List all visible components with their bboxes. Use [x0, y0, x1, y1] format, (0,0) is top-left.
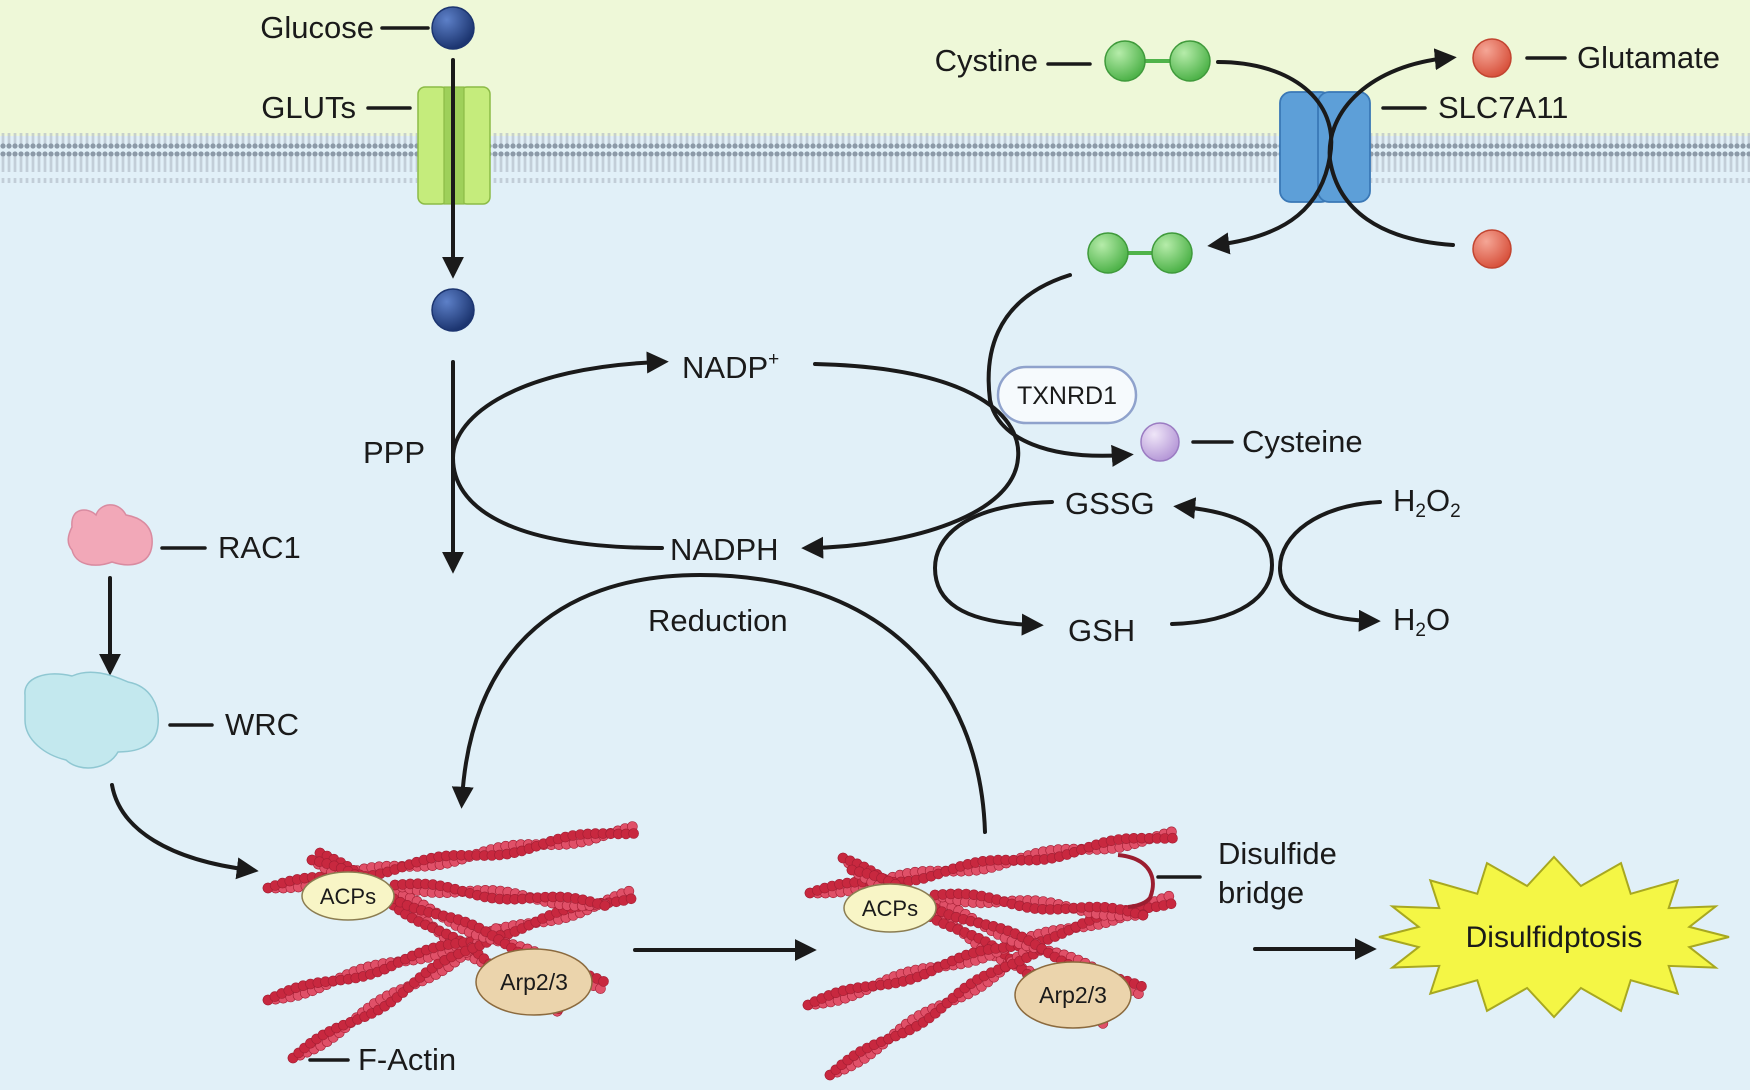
rac1-protein	[67, 504, 153, 566]
glucose-outside-molecule	[431, 6, 475, 50]
cystine-reduction-arrow	[986, 273, 1134, 467]
arp23-right: Arp2/3	[1014, 961, 1132, 1029]
glucose-label: Glucose	[260, 10, 374, 45]
gssg-label: GSSG	[1065, 486, 1155, 521]
f-actin-label: F-Actin	[358, 1042, 456, 1077]
txnrd1-label: TXNRD1	[1017, 382, 1117, 410]
wrc-to-actin-arrow	[110, 783, 259, 880]
actin-filament	[389, 878, 611, 912]
gssg-to-gsh-arrow	[932, 500, 1054, 636]
glutamate-export-arrow	[1327, 48, 1457, 247]
svg-text:H2O2: H2O2	[1393, 483, 1461, 522]
reduction-arrow	[451, 572, 987, 834]
glutamate-inside-molecule	[1472, 229, 1512, 269]
cysteine-label: Cysteine	[1242, 424, 1363, 459]
slc7a11-transporter	[1279, 91, 1371, 203]
extracellular-space	[0, 0, 1750, 136]
disulfide-label-line1: Disulfide	[1218, 836, 1337, 871]
acps-left: ACPs	[301, 871, 395, 921]
arp23-left-label: Arp2/3	[500, 969, 568, 995]
cystine-label: Cystine	[935, 43, 1038, 78]
svg-text:NADP+: NADP+	[682, 349, 779, 385]
wrc-complex	[24, 671, 159, 769]
txnrd1-badge: TXNRD1	[996, 365, 1138, 425]
glucose-inside-molecule	[431, 288, 475, 332]
arp23-left: Arp2/3	[475, 948, 593, 1016]
nadph-to-nadp-arrow	[450, 351, 669, 550]
wrc-label: WRC	[225, 707, 299, 742]
disulfidptosis-label: Disulfidptosis	[1466, 921, 1643, 954]
h2o2-to-h2o-arrow	[1277, 500, 1382, 632]
f-actin-network-disulfide: ACPs Arp2/3	[802, 826, 1178, 1081]
gsh-label: GSH	[1068, 613, 1135, 648]
cell-membrane	[0, 133, 1750, 183]
cystine-inside-molecule	[1087, 232, 1193, 274]
disulfide-label-line2: bridge	[1218, 875, 1304, 910]
rac1-label: RAC1	[218, 530, 301, 565]
acps-right-label: ACPs	[862, 896, 918, 921]
svg-text:H2O: H2O	[1393, 602, 1450, 641]
h2o-label: H2O	[1393, 602, 1450, 641]
acps-right: ACPs	[843, 883, 937, 933]
nadph-label: NADPH	[670, 532, 779, 567]
disulfidptosis-starburst: Disulfidptosis	[1378, 855, 1730, 1019]
h2o2-label: H2O2	[1393, 483, 1461, 522]
gluts-label: GLUTs	[261, 90, 356, 125]
disulfide-bridge-link	[1117, 853, 1155, 909]
actin-filament	[929, 888, 1149, 922]
glut-transporter	[417, 86, 491, 205]
glutamate-label: Glutamate	[1577, 40, 1720, 75]
cystine-outside-molecule	[1104, 40, 1211, 82]
f-actin-network-normal: ACPs Arp2/3	[262, 821, 639, 1064]
slc7a11-label: SLC7A11	[1438, 90, 1568, 125]
acps-left-label: ACPs	[320, 884, 376, 909]
glutamate-outside-molecule	[1472, 38, 1512, 78]
arp23-right-label: Arp2/3	[1039, 982, 1107, 1008]
actin-filament	[804, 826, 1178, 899]
gsh-to-gssg-arrow	[1170, 497, 1275, 626]
nadp-plus-label: NADP+	[682, 349, 779, 385]
ppp-label: PPP	[363, 435, 425, 470]
nadp-to-nadph-arrow	[801, 362, 1021, 559]
actin-filament	[802, 890, 1177, 1011]
reduction-label: Reduction	[648, 603, 788, 638]
cysteine-molecule	[1140, 422, 1180, 462]
actin-filament	[287, 923, 506, 1064]
